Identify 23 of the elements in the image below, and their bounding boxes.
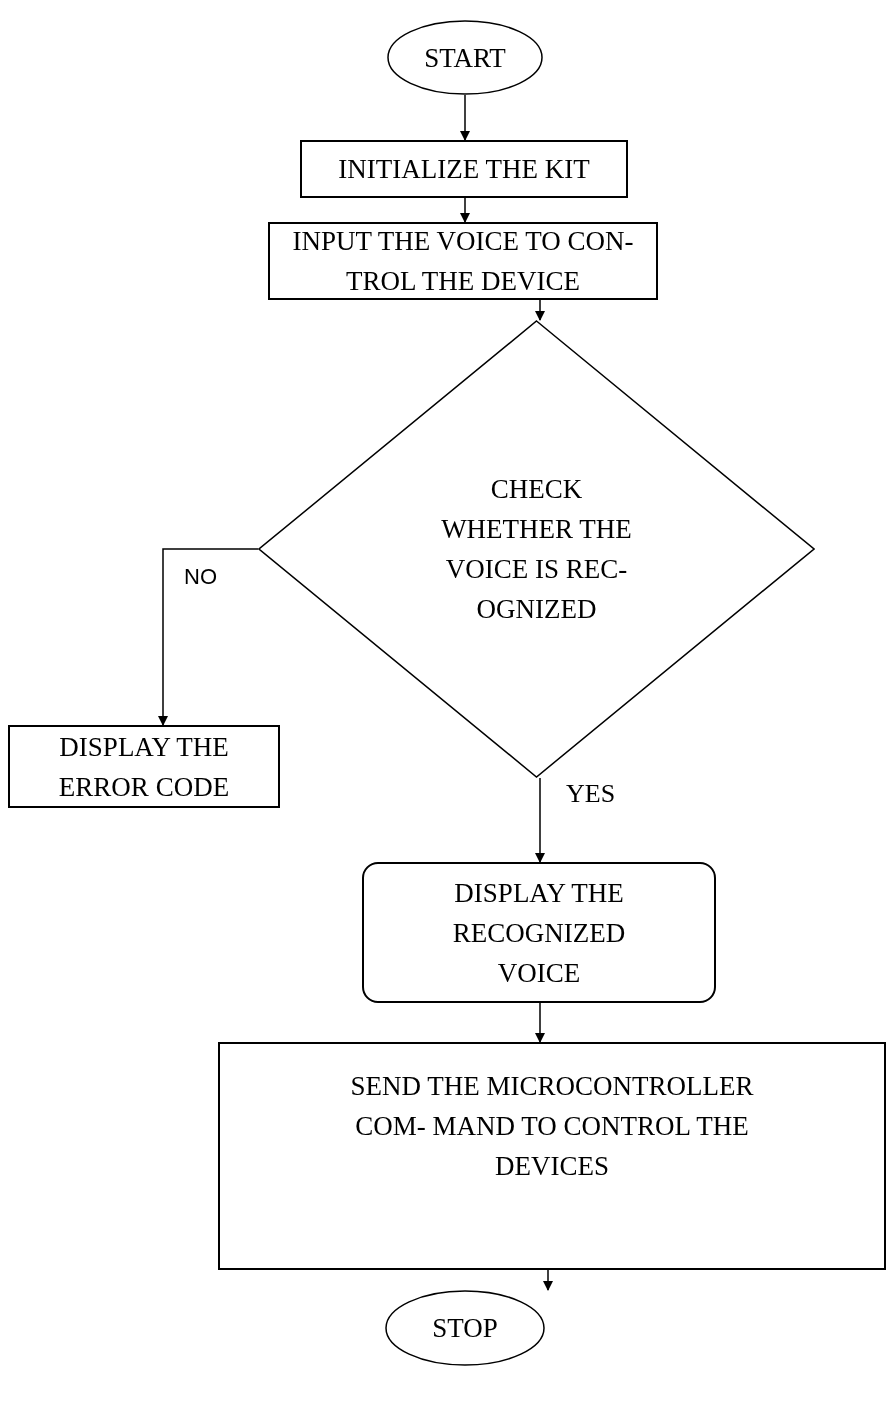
arrow xyxy=(543,1269,553,1291)
arrow xyxy=(535,299,545,321)
process-box xyxy=(268,222,658,300)
arrow xyxy=(535,1002,545,1043)
node-text: START xyxy=(424,41,506,75)
arrow xyxy=(460,197,470,223)
process-box xyxy=(218,1042,886,1270)
process-box xyxy=(362,862,716,1003)
node-text: DISPLAY THE RECOGNIZED VOICE xyxy=(451,876,627,990)
node-text: DISPLAY THE ERROR CODE xyxy=(57,730,231,804)
start-terminal xyxy=(387,20,543,95)
arrow xyxy=(460,94,470,141)
node-text: INITIALIZE THE KIT xyxy=(338,153,590,186)
node-text: SEND THE MICROCONTROLLER COM- MAND TO CONTROL THE DEVICES xyxy=(349,1070,755,1183)
process-box xyxy=(300,140,628,198)
node-text: CHECK WHETHER THE VOICE IS REC- OGNIZED xyxy=(440,473,633,626)
arrow xyxy=(535,777,545,863)
arrow xyxy=(158,548,259,726)
node-text: INPUT THE VOICE TO CON- TROL THE DEVICE xyxy=(291,225,635,298)
decision-diamond xyxy=(258,320,815,778)
process-box xyxy=(8,725,280,808)
node-text: STOP xyxy=(432,1312,498,1345)
stop-terminal xyxy=(385,1290,545,1366)
